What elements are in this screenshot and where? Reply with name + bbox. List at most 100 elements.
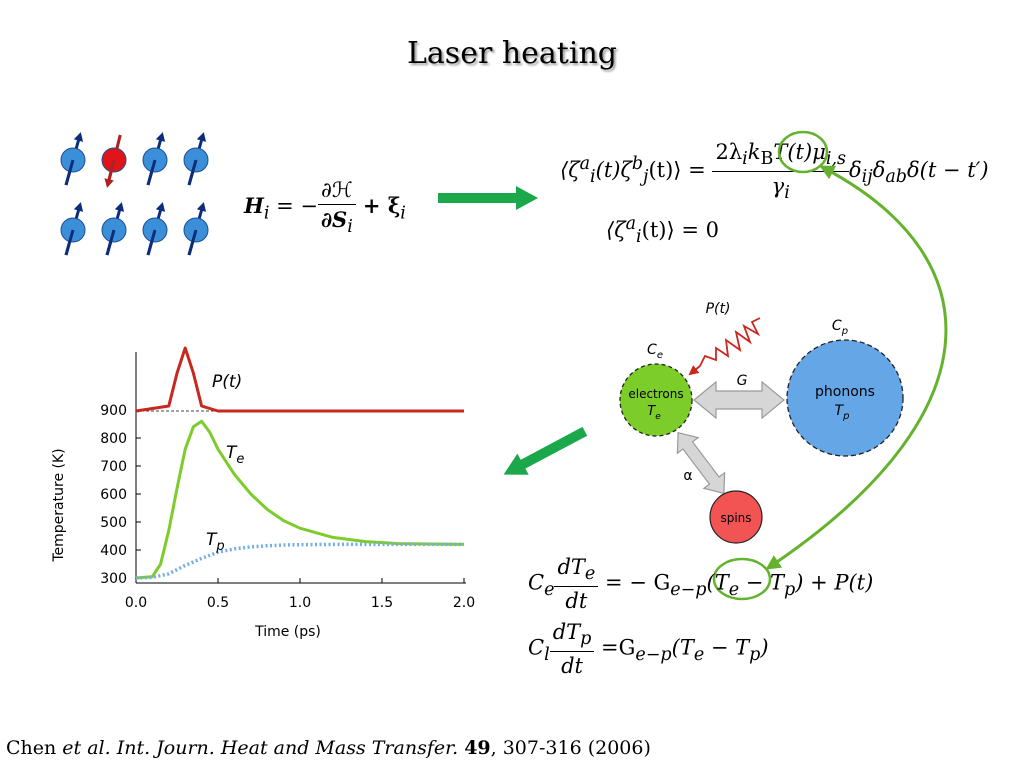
eq1-C-sub: e	[544, 579, 555, 600]
spin-arrow-tail	[187, 229, 198, 256]
citation-journal: et al. Int. Journ. Heat and Mass Transfe…	[62, 737, 465, 759]
arrow-head	[516, 186, 538, 210]
eq2-paren: (T	[671, 635, 694, 660]
slide-title: Laser heating	[407, 36, 617, 71]
llg-equals: = −	[269, 194, 318, 219]
citation: Chen et al. Int. Journ. Heat and Mass Tr…	[6, 737, 651, 759]
coupling-arrow-es-shape	[676, 431, 726, 495]
llg-noise-term: + ξ	[355, 193, 401, 219]
corr-sub-j: j	[643, 167, 649, 188]
spin-arrow-tail	[106, 159, 116, 186]
mean-sup: a	[625, 214, 637, 234]
llg-denominator: ∂S	[320, 207, 348, 232]
phonons-temp: Tp	[835, 403, 850, 422]
link-arrow-curved	[765, 165, 948, 570]
series-t-e	[135, 419, 465, 580]
llg-fraction: ∂ℋ∂Si	[318, 178, 356, 237]
spin-arrow-head	[73, 132, 84, 142]
eq1-Te-sub: e	[728, 579, 740, 600]
phonons-capacity-sub: p	[841, 326, 848, 337]
electrons-capacity-sub: e	[657, 350, 663, 361]
series-label-2: Tp	[206, 530, 225, 554]
corr-delta-ij-sub: ij	[861, 167, 873, 188]
eq1-minus: − T	[739, 570, 785, 595]
eq1-end: ) + P(t)	[795, 570, 874, 595]
spin-arrow-head	[155, 202, 166, 212]
laser-arrow	[688, 365, 701, 376]
eq2-Te-sub: e	[693, 644, 705, 665]
mean-lhs: ⟨ζ	[606, 218, 626, 242]
chart-ytick-label: 400	[100, 543, 127, 559]
eq2-end: )	[760, 635, 769, 660]
highlight-circle-temperature	[777, 130, 829, 174]
spin-0-3	[183, 132, 209, 186]
arrow-to-chart-shaft	[518, 426, 588, 470]
spin-0-2	[142, 132, 168, 186]
arrow-shaft	[438, 193, 518, 203]
coupling-arrow-es	[676, 431, 726, 495]
corr-lhs-end: (t)⟩ =	[648, 158, 706, 183]
coupling-arrow-ep	[693, 380, 785, 420]
eq2-C-sub: l	[544, 644, 550, 665]
chart-xtick-label: 0.5	[207, 595, 229, 611]
chart-xlabel: Time (ps)	[254, 624, 321, 640]
phonons-capacity: Cp	[832, 318, 848, 337]
phonons-label: phonons	[815, 384, 875, 400]
spin-arrow-head	[73, 202, 84, 212]
spin-arrow-head	[114, 202, 125, 212]
spin-arrow-head	[155, 132, 166, 142]
spins-reservoir	[709, 490, 763, 544]
series-label-suffix: (t)	[222, 372, 242, 392]
chart-xtick-label: 1.5	[371, 595, 393, 611]
corr-sub-i: i	[590, 167, 596, 188]
spin-1-1	[101, 202, 127, 256]
llg-numerator: ∂ℋ	[318, 178, 356, 205]
spins-label: spins	[720, 511, 751, 525]
corr-num-k: k	[747, 140, 761, 164]
eq2-mid: =G	[601, 635, 636, 660]
corr-num-sub-i: i	[742, 149, 748, 170]
eq2-minus: − T	[704, 635, 750, 660]
phonons-temp-T: T	[835, 403, 845, 419]
laser-label: P(t)	[706, 301, 731, 317]
eq2-num: dT	[552, 620, 581, 644]
eq2-G-sub: e−p	[635, 644, 672, 665]
corr-delta-t: δ(t − t′)	[906, 158, 989, 183]
eq1-num: dT	[557, 555, 585, 579]
eq1-C: C	[528, 570, 545, 595]
series-p-t-	[135, 346, 464, 413]
chart-xtick-label: 2.0	[453, 595, 475, 611]
series-label-main: P	[212, 372, 223, 392]
eq2-Tp-sub: p	[749, 644, 761, 665]
arrow-to-chart	[503, 426, 588, 475]
phonons-capacity-C: C	[832, 318, 842, 334]
spin-arrow-head	[196, 132, 207, 142]
spin-arrow-tail	[187, 159, 198, 186]
chart-ylabel: Temperature (K)	[51, 448, 67, 562]
corr-mid: (t)ζ	[595, 158, 632, 183]
series-label-main: T	[226, 443, 238, 463]
electrons-temp: Te	[647, 404, 661, 422]
eq1-Tp-sub: p	[784, 579, 796, 600]
llg-lhs: H	[244, 193, 264, 219]
chart-ytick-label: 600	[100, 487, 127, 503]
noise-mean-equation: ⟨ζai(t)⟩ = 0	[606, 214, 719, 247]
chart-xtick-label: 1.0	[289, 595, 311, 611]
chart-ytick-label: 700	[100, 459, 127, 475]
coupling-label-g: G	[737, 373, 748, 389]
eq1-num-sub: e	[584, 564, 596, 585]
corr-num-mu: μ	[812, 140, 826, 164]
corr-delta-ab-sub: ab	[885, 167, 907, 188]
spin-0-0	[60, 132, 86, 186]
arrow-to-noise	[438, 186, 538, 210]
spin-ball	[101, 217, 127, 243]
series-label-1: Te	[226, 443, 244, 467]
electrons-reservoir	[619, 363, 693, 437]
electrons-label: electrons	[628, 387, 683, 401]
chart-ytick-label: 300	[100, 571, 127, 587]
corr-num-kb-sub: B	[760, 149, 774, 170]
